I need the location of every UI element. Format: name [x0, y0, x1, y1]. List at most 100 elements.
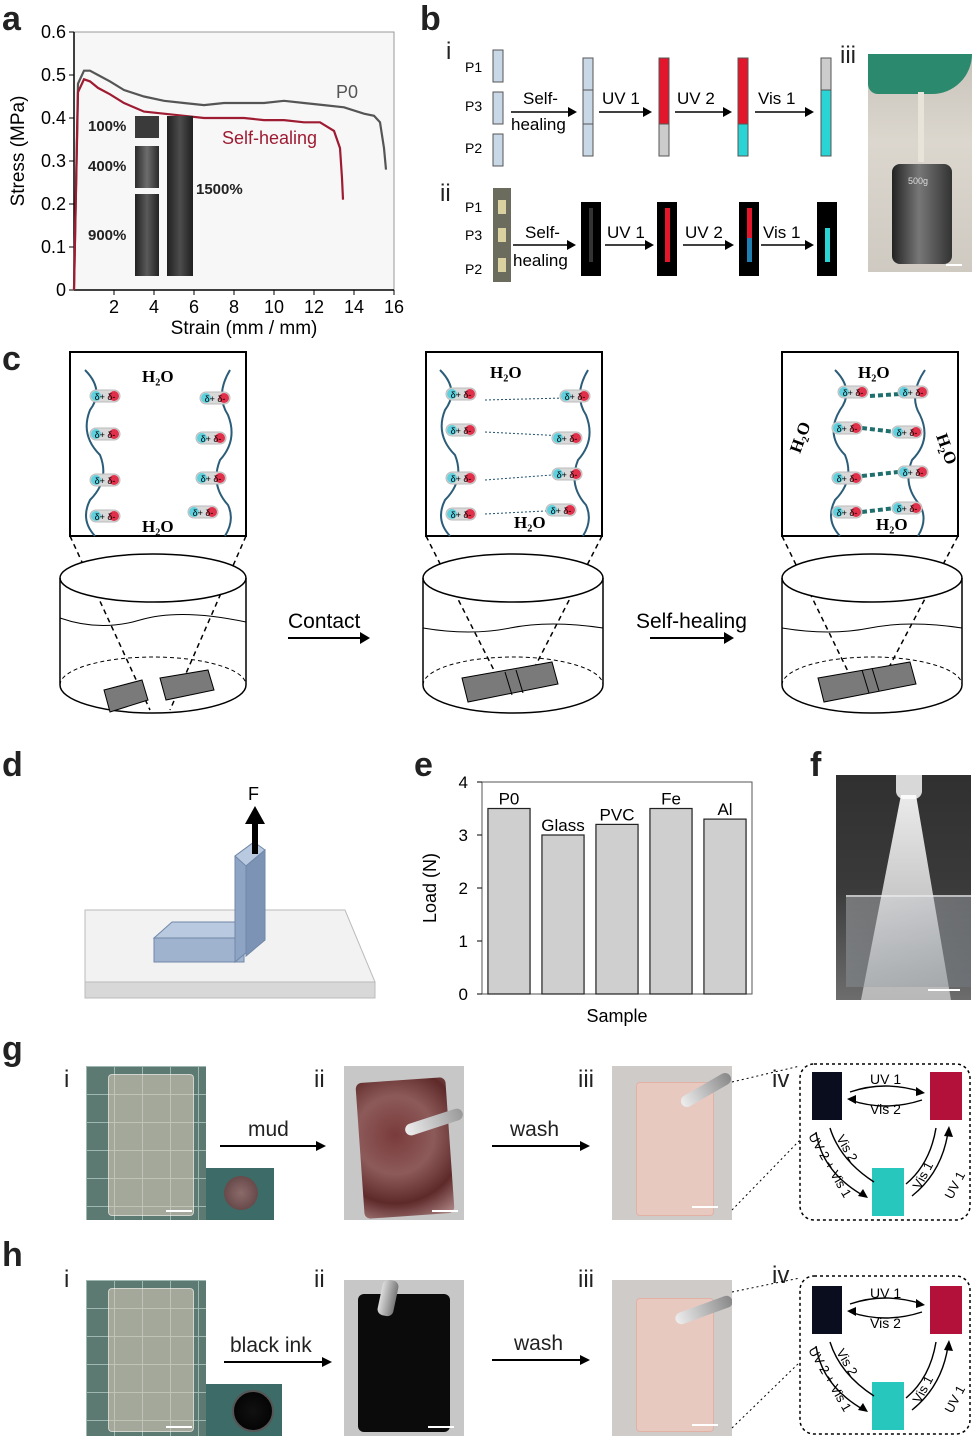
inset-photo-100: [135, 116, 159, 138]
y-tick-label: 0.2: [41, 194, 66, 214]
piece-label-p1-ii: P1: [465, 199, 482, 215]
state-dark: [812, 1072, 842, 1120]
cycle-label-uv1-h: UV 1: [870, 1285, 901, 1301]
panel-d-peel-schematic: F: [84, 784, 376, 999]
photo-h-clean-film: [86, 1280, 206, 1436]
x-tick-label: 14: [344, 297, 364, 317]
inset-label-400: 400%: [88, 158, 127, 175]
bar-p0: [487, 807, 531, 995]
dipole-negative: [465, 425, 475, 435]
photo-h-ink-cup: [206, 1384, 282, 1436]
bar-fe: [649, 807, 693, 995]
dipole-positive: [91, 511, 101, 521]
piece-label-p3: P3: [465, 98, 482, 114]
beaker-2: [422, 553, 604, 714]
y-axis-label: Load (N): [420, 853, 440, 923]
photo-h-inked-film: [344, 1280, 464, 1436]
dipole-positive: [893, 427, 903, 437]
hydrogel-strip: [918, 92, 924, 162]
dipole-label: δ+ δ-: [837, 474, 858, 484]
photo-weight-lift: 500g: [868, 54, 972, 272]
piece-p2: [492, 133, 504, 167]
dipole-negative: [109, 429, 119, 439]
water-label-3a: H₂O: [858, 363, 890, 382]
beaker-1: [59, 553, 247, 714]
dipole-label: δ+ δ-: [837, 508, 858, 518]
roman-b-ii: ii: [440, 180, 451, 207]
dipole-negative: [109, 475, 119, 485]
panel-b-i-schematic: P1 P3 P2 Self- healing UV 1 UV 2 Vis 1: [465, 49, 832, 167]
dipole-negative: [465, 473, 475, 483]
bar-pvc: [595, 823, 639, 995]
dipole-negative: [851, 507, 861, 517]
dipole-negative: [851, 423, 861, 433]
dipole-negative: [571, 469, 581, 479]
dipole-positive: [201, 393, 211, 403]
x-tick-label: 2: [109, 297, 119, 317]
dipole-positive: [833, 507, 843, 517]
dipole-label: δ+ δ-: [903, 388, 924, 398]
bar-glass: [541, 834, 585, 995]
panel-letter-d: d: [2, 746, 23, 784]
y-tick-label: 4: [459, 773, 468, 792]
hydrogel-film: [108, 1074, 194, 1216]
dipole-label: δ+ δ-: [565, 392, 586, 402]
panel-letter-a: a: [2, 0, 21, 38]
dipole-negative: [109, 391, 119, 401]
muddy-film: [355, 1077, 455, 1219]
glove: [868, 54, 972, 94]
roman-h-ii: ii: [314, 1266, 325, 1293]
dipole-positive: [197, 473, 207, 483]
dipole-positive: [833, 473, 843, 483]
dipole-negative: [207, 507, 217, 517]
dipole-negative: [571, 433, 581, 443]
water-label-1b: H₂O: [142, 517, 174, 536]
x-axis-label: Sample: [586, 1006, 647, 1026]
ink-cup: [232, 1390, 274, 1432]
water-label-3b: H₂O: [876, 515, 908, 534]
state-cyan: [872, 1382, 904, 1430]
y-tick-label: 3: [459, 826, 468, 845]
inset-label-1500: 1500%: [196, 181, 243, 198]
dipole-label: δ+ δ-: [95, 476, 116, 486]
force-arrow: [245, 806, 265, 824]
dipole-positive: [197, 433, 207, 443]
inset-photo-900: [135, 194, 159, 276]
roman-h-iv: iv: [772, 1262, 790, 1289]
y-tick-label: 0.6: [41, 22, 66, 42]
panel-letter-b: b: [420, 0, 441, 38]
dipole-positive: [553, 469, 563, 479]
photo-g-washed-film: [612, 1066, 732, 1220]
piece-p3: [492, 91, 504, 125]
y-tick-label: 1: [459, 932, 468, 951]
state-cyan: [872, 1168, 904, 1216]
photo-h-washed-film: [612, 1280, 732, 1436]
piece-label-p1: P1: [465, 59, 482, 75]
force-label: F: [248, 784, 259, 804]
y-tick-label: 0.4: [41, 108, 66, 128]
scale-bar: [946, 264, 962, 266]
bar-label-p0: P0: [499, 790, 520, 809]
dipole-negative: [857, 387, 867, 397]
dipole-negative: [917, 467, 927, 477]
dipole-label: δ+ δ-: [551, 506, 572, 516]
photo-water-spray: [836, 775, 971, 1000]
bar-label-pvc: PVC: [600, 805, 635, 824]
step-label-black-ink: black ink: [230, 1334, 312, 1357]
piece-p1: [492, 49, 504, 83]
step-label-selfhealing-ii-1: Self-: [525, 223, 560, 242]
dipole-negative: [465, 389, 475, 399]
dipole-negative: [911, 427, 921, 437]
dipole-label: δ+ δ-: [451, 510, 472, 520]
panel-letter-c: c: [2, 340, 21, 378]
dipole-label: δ+ δ-: [201, 474, 222, 484]
bar-label-al: Al: [717, 800, 732, 819]
dipole-label: δ+ δ-: [557, 470, 578, 480]
step-label-selfhealing-2: healing: [511, 115, 566, 134]
arrow-label-selfhealing: Self-healing: [636, 610, 747, 633]
dipole-negative: [917, 387, 927, 397]
water-label-2b: H₂O: [514, 513, 546, 532]
piece-label-p3-ii: P3: [465, 227, 482, 243]
panel-letter-h: h: [2, 1236, 23, 1274]
dipole-label: δ+ δ-: [903, 468, 924, 478]
